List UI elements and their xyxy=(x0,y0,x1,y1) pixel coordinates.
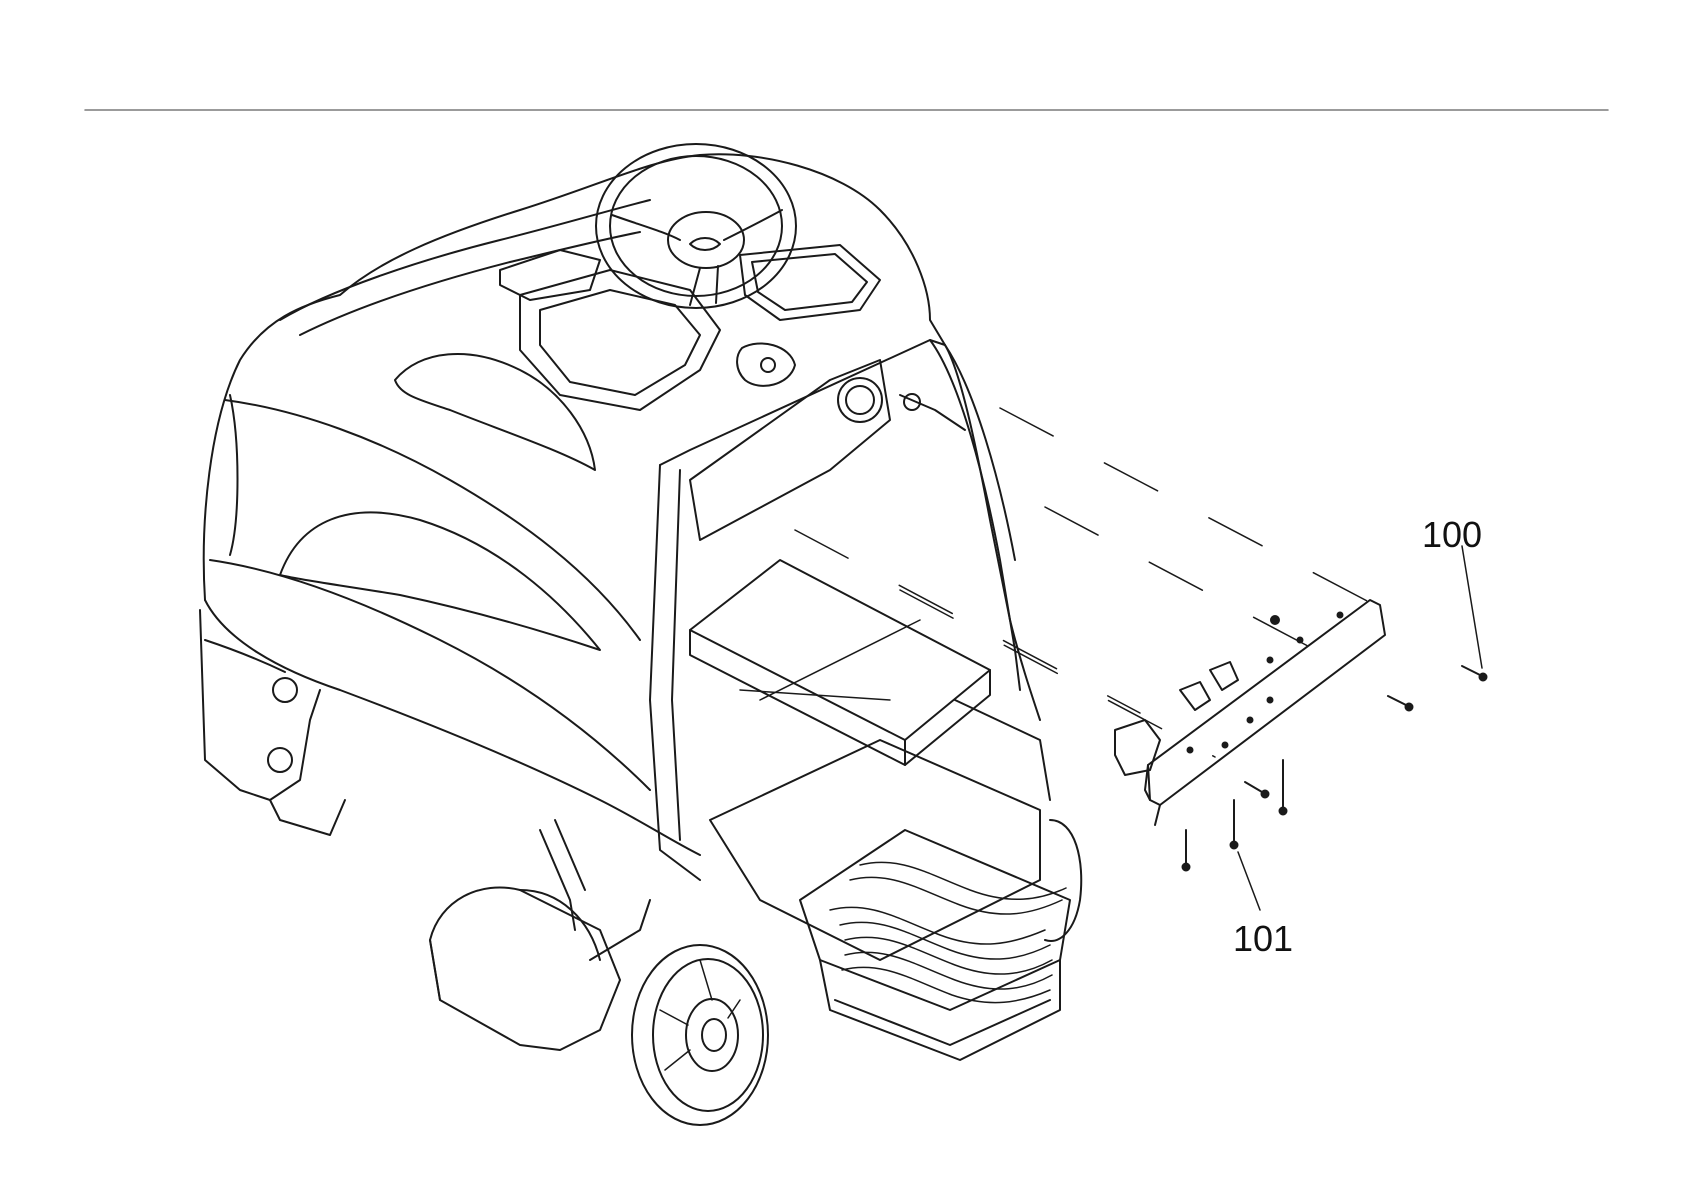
machine-body xyxy=(204,154,1040,855)
steering-console xyxy=(500,144,880,410)
leader-line-100 xyxy=(1462,546,1482,668)
control-panel-assembly xyxy=(1115,600,1385,825)
brush-deck xyxy=(430,820,650,1050)
front-wheel xyxy=(1045,820,1081,941)
screw-set xyxy=(1183,616,1487,871)
foot-deck xyxy=(800,830,1070,1060)
callout-label-100: 100 xyxy=(1422,517,1482,553)
drive-wheel xyxy=(632,945,768,1125)
side-arm xyxy=(200,610,345,835)
leader-line-101 xyxy=(1238,852,1260,910)
callout-label-101: 101 xyxy=(1233,921,1293,957)
projection-lines xyxy=(795,408,1390,757)
